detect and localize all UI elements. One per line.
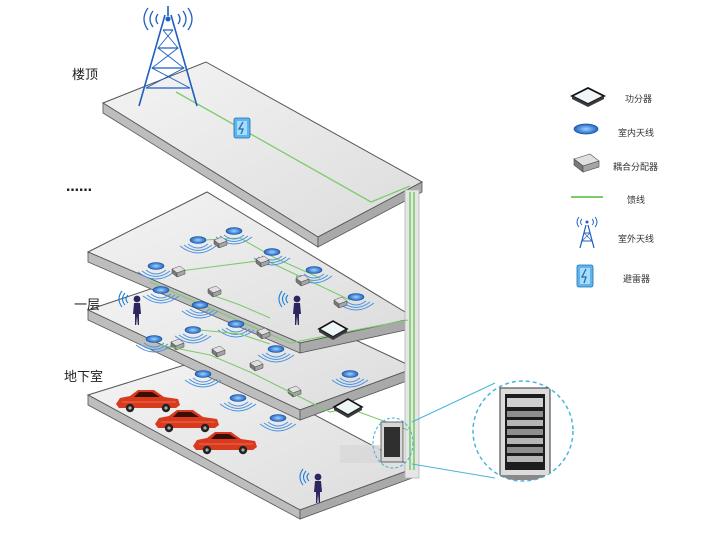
zoomed-cabinet [472, 380, 574, 482]
legend-lightning-arrester-icon [576, 264, 594, 288]
floor-1-lower-slab [86, 269, 417, 421]
legend-indoor-antenna-icon [573, 123, 599, 135]
floor-label-basement: 地下室 [64, 370, 104, 385]
legend-label-outdoor-antenna: 室外天线 [618, 235, 655, 245]
legend-label-feeder: 馈线 [627, 196, 646, 206]
legend-coupler-icon [573, 153, 600, 173]
legend-power-splitter-icon [569, 86, 607, 107]
roof-feeder-line [175, 91, 411, 203]
floor-label-first: 一层 [74, 298, 101, 313]
legend-label-indoor-antenna: 室内天线 [618, 129, 655, 139]
floor-label-roof: 楼顶 [72, 68, 99, 83]
outdoor-antenna-tower-icon [138, 6, 198, 107]
basement-equipment-rack [340, 421, 404, 463]
floor-label-ellipsis: …… [66, 180, 92, 195]
legend-outdoor-antenna-icon [576, 216, 598, 249]
roof-slab [101, 61, 424, 248]
basement-floor [86, 357, 417, 520]
vertical-riser [404, 189, 420, 479]
legend-label-coupler: 耦合分配器 [613, 163, 659, 173]
lightning-arrester-icon [233, 117, 251, 139]
callout-lines [372, 382, 496, 479]
legend-label-power-splitter: 功分器 [625, 95, 653, 105]
legend-label-lightning-arrester: 避雷器 [623, 275, 651, 285]
